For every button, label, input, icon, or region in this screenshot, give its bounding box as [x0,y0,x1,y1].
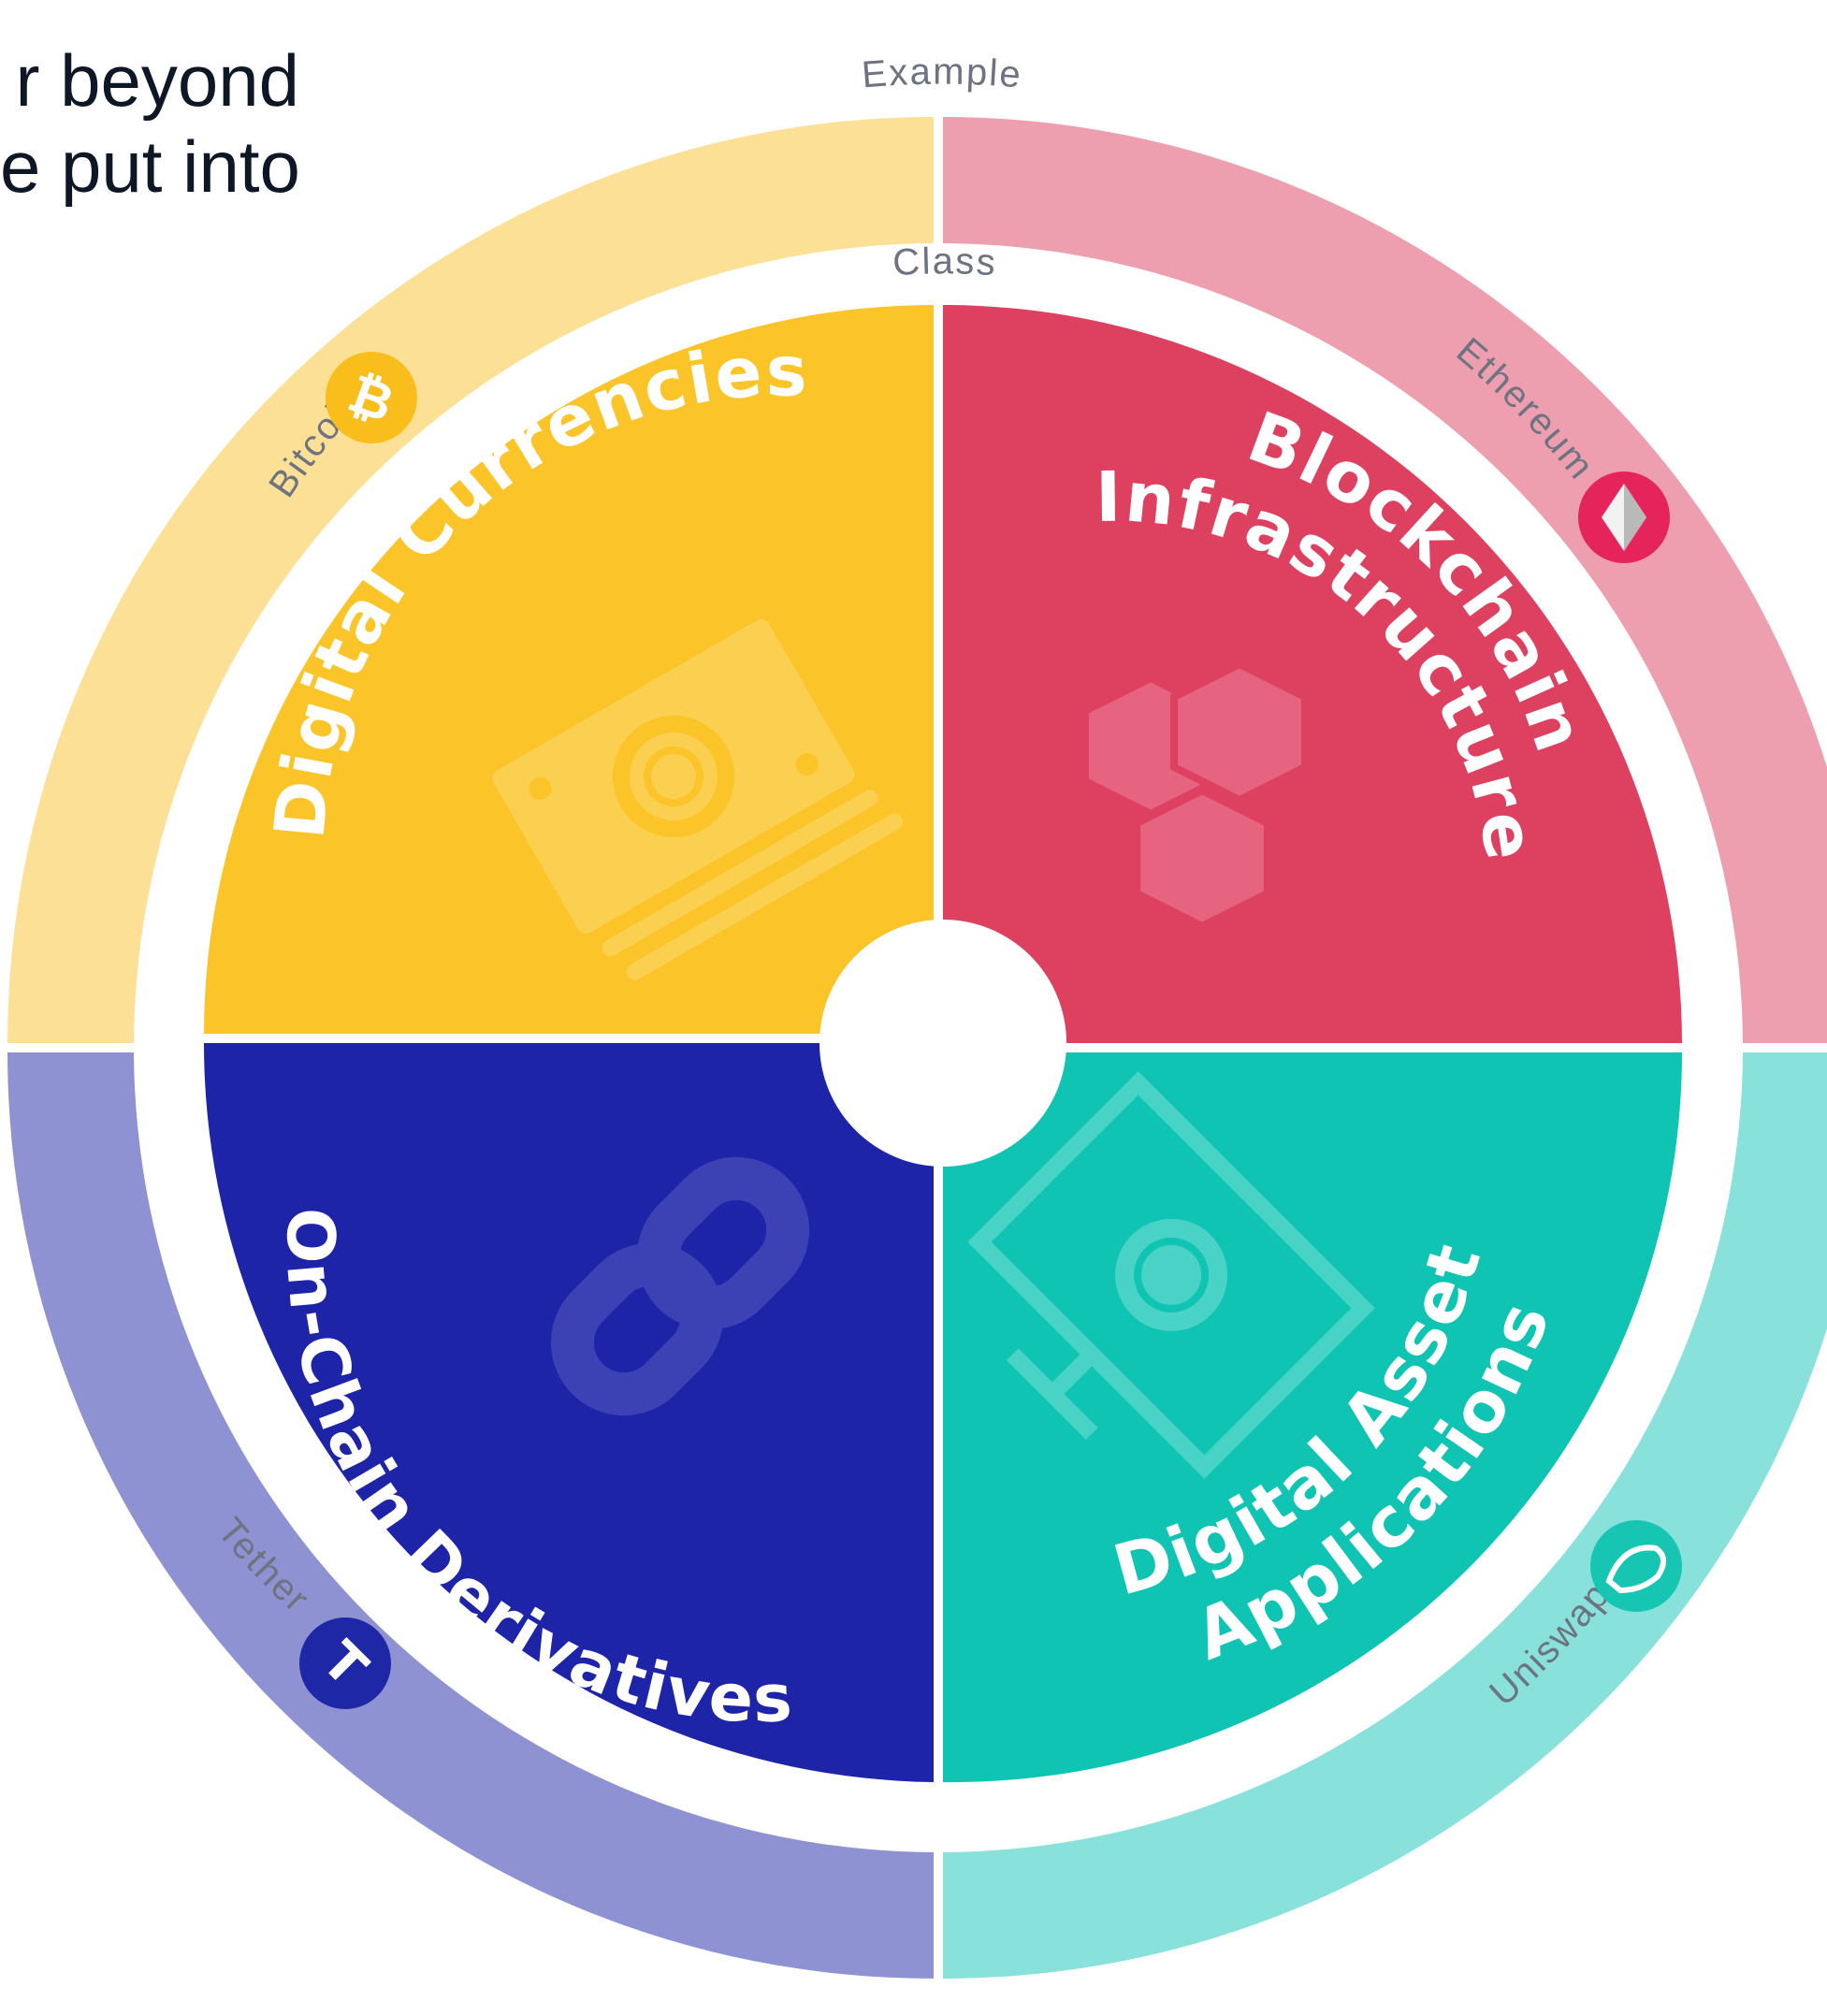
class-segment-digital-asset-applications [943,1052,1682,1783]
intro-line: r beyond [15,39,299,122]
inner-wheel [203,304,1682,1783]
money-icon [492,619,903,980]
chain-link-icon [550,1156,810,1416]
monitor-icon [967,1071,1375,1479]
blocks-icon [1081,660,1309,931]
class-segment-digital-currencies [204,305,934,1034]
outer-ring-label: Example [861,51,1024,96]
intro-line: e put into [0,125,300,208]
intro-text: r beyond e put into [0,37,300,210]
class-segment-on-chain-derivatives [203,1043,934,1782]
ethereum-icon [1578,471,1670,563]
inner-ring-label: Class [892,240,998,283]
class-segment-blockchain-infrastructure [943,304,1682,1043]
ring-labels: Example Class [861,51,1024,284]
bitcoin-icon: ₿ [326,352,417,443]
tether-icon: T [299,1617,391,1709]
uniswap-icon [1590,1520,1682,1612]
center-hub [819,920,1066,1167]
